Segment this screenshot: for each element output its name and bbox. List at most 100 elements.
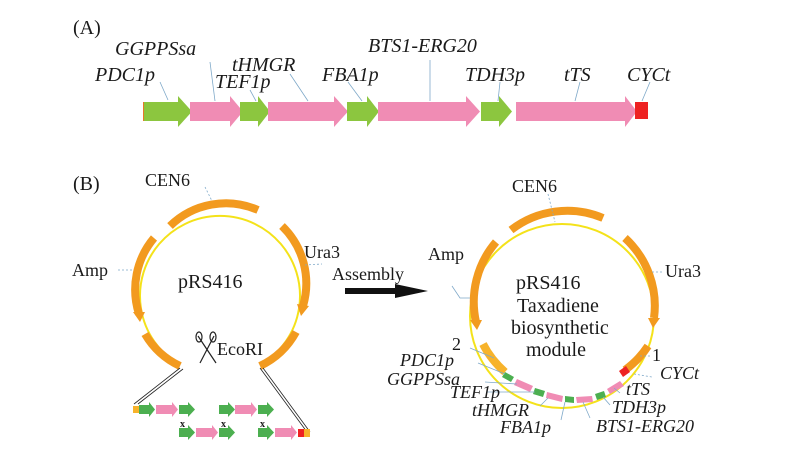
leader-line (539, 397, 549, 407)
leader-line (204, 186, 213, 202)
amp-arrowhead (470, 320, 482, 330)
promoter-arrow-TDH3p (481, 96, 512, 127)
assembly-arrow (345, 284, 428, 298)
module-label-PDC1p: PDC1p (399, 350, 454, 370)
panel-a-label: (A) (73, 17, 101, 39)
fragment-terminator (298, 429, 304, 437)
gene-arrow-tTS (516, 96, 637, 127)
amp-segment (469, 239, 500, 323)
module-arrow-FBA1p (565, 396, 574, 403)
right-plasmid (451, 193, 662, 421)
left-plasmid-name: pRS416 (178, 271, 242, 293)
ecori-label: EcoRI (217, 339, 263, 359)
left-amp-label: Amp (72, 260, 108, 280)
leader-line (469, 347, 495, 359)
gene-label-TDH3p: TDH3p (465, 64, 525, 86)
crossover-mark: x (221, 419, 226, 430)
junction-1-label: 1 (652, 345, 661, 365)
promoter-arrow-FBA1p (347, 96, 379, 127)
right-plasmid-subtitle-1: Taxadiene (517, 295, 599, 317)
homology-2-segment (479, 342, 508, 376)
right-plasmid-subtitle-3: module (526, 339, 586, 361)
ura3-arrowhead (648, 318, 660, 328)
gene-arrow-GGPPSsa (190, 96, 243, 127)
leader-line (249, 89, 257, 102)
leader-line (547, 193, 556, 223)
fragment-gene (196, 425, 218, 440)
fragment-promoter (139, 402, 155, 417)
right-homology-segment (258, 329, 300, 370)
terminator-box-CYCt (635, 102, 648, 119)
leader-line (613, 387, 621, 394)
leader-line (582, 401, 591, 419)
left-homology-segment (141, 331, 182, 370)
leader-line (602, 396, 611, 406)
module-label-TEF1p: TEF1p (450, 382, 500, 402)
scissors-icon (195, 331, 217, 364)
module-label-tHMGR: tHMGR (472, 400, 529, 420)
module-arrow-PDC1p (502, 372, 514, 382)
left-plasmid: x x x (118, 186, 323, 440)
gene-label-GGPPSsa: GGPPSsa (115, 38, 196, 60)
gene-label-BTS1-ERG20: BTS1-ERG20 (368, 35, 477, 57)
module-arrow-tTS (607, 381, 624, 394)
insertion-line (262, 367, 311, 433)
ura3-arrowhead (297, 304, 309, 316)
fragment-promoter (258, 425, 274, 440)
insertion-line (133, 367, 181, 405)
right-plasmid-name: pRS416 (516, 272, 580, 294)
fragment-gene (275, 425, 297, 440)
module-arrow-BTS1-ERG20 (576, 396, 593, 403)
fragment-promoter (258, 402, 274, 417)
fragment-promoter (179, 425, 195, 440)
fragment-gene (156, 402, 178, 417)
module-label-CYCt: CYCt (660, 363, 700, 383)
leader-line (560, 401, 566, 421)
leader-line (497, 81, 501, 102)
homology-box (304, 429, 310, 437)
cen6-segment (167, 199, 260, 229)
leader-line (451, 285, 470, 299)
leader-line (289, 73, 309, 102)
gene-arrow-tHMGR (268, 96, 348, 127)
gene-label-tTS: tTS (564, 64, 591, 86)
right-cen6-label: CEN6 (512, 176, 557, 196)
leader-line (304, 263, 323, 266)
module-arrow-GGPPSsa (514, 379, 533, 392)
amp-segment (131, 235, 158, 316)
promoter-arrow-TEF1p (240, 96, 270, 127)
module-label-TDH3p: TDH3p (612, 397, 666, 417)
right-amp-label: Amp (428, 244, 464, 264)
homology-box (133, 406, 139, 413)
left-cen6-label: CEN6 (145, 170, 190, 190)
panel-b-label: (B) (73, 173, 100, 195)
leader-line (209, 61, 216, 102)
fragment-promoter (219, 402, 235, 417)
promoter-arrow-PDC1p (144, 96, 192, 127)
fragment-promoter (219, 425, 235, 440)
right-plasmid-subtitle-2: biosynthetic (511, 317, 609, 339)
module-arrow-tHMGR (546, 392, 563, 402)
insertion-line (259, 367, 308, 433)
gene-label-TEF1p: TEF1p (215, 71, 271, 93)
left-ura3-label: Ura3 (304, 242, 340, 262)
amp-arrowhead (133, 312, 145, 322)
gene-label-CYCt: CYCt (627, 64, 671, 86)
leader-line (159, 81, 169, 101)
module-label-tTS: tTS (626, 379, 650, 399)
linear-module (143, 60, 651, 127)
fragment-promoter (179, 402, 195, 417)
crossover-mark: x (260, 419, 265, 430)
module-label-BTS1-ERG20: BTS1-ERG20 (596, 416, 694, 436)
leader-line (641, 81, 651, 102)
module-label-GGPPSsa: GGPPSsa (387, 369, 460, 389)
leader-line (347, 81, 363, 102)
right-ura3-label: Ura3 (665, 261, 701, 281)
leader-line (484, 381, 518, 385)
fragment-gene (235, 402, 257, 417)
ura3-segment (622, 235, 659, 319)
gene-label-FBA1p: FBA1p (321, 64, 379, 86)
gene-label-PDC1p: PDC1p (94, 64, 155, 86)
module-box-CYCt (619, 366, 630, 377)
